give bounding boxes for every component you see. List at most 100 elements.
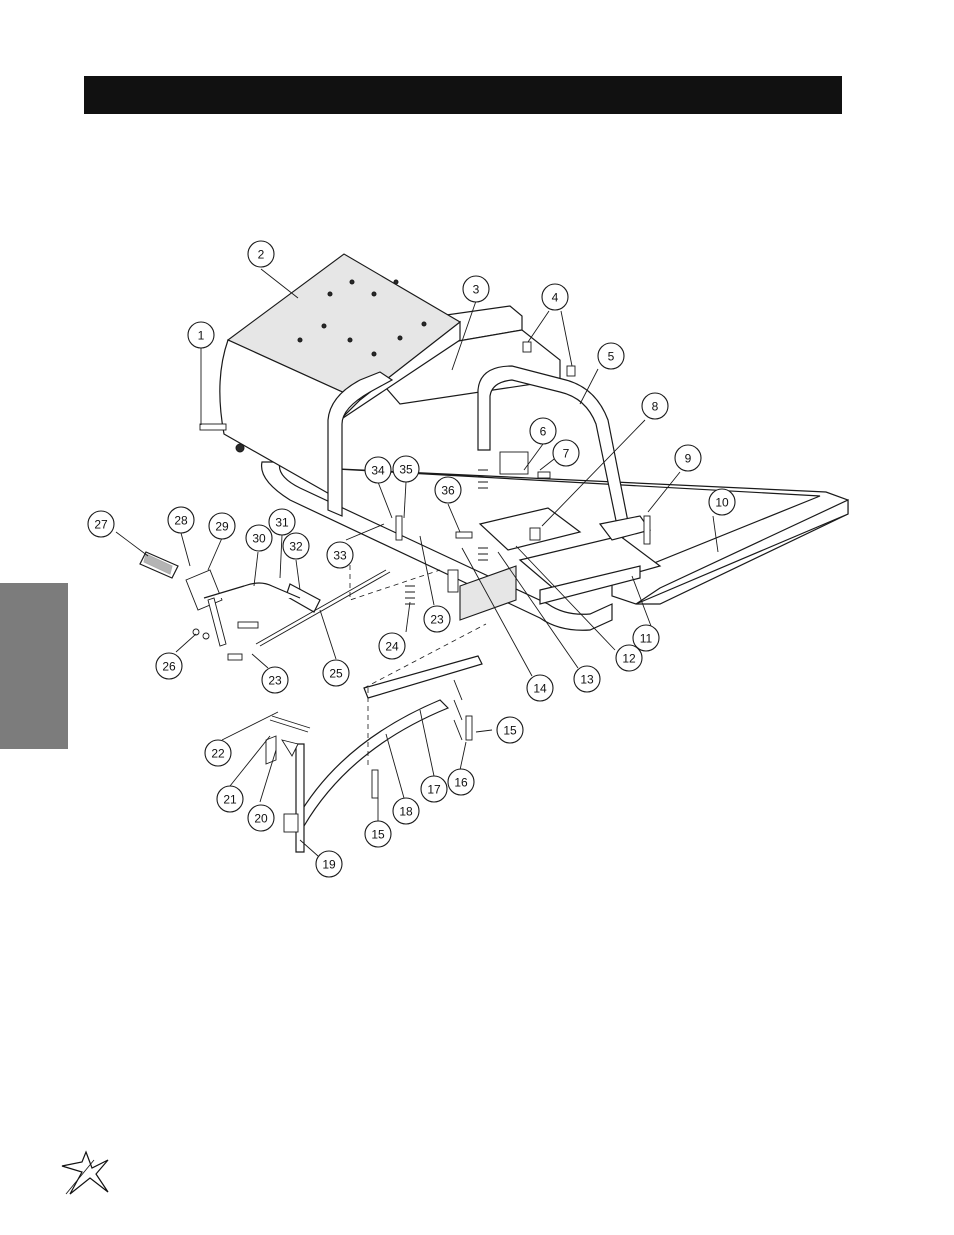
callout-number: 14 <box>533 682 547 696</box>
callout-15: 15 <box>496 716 524 744</box>
callout-31: 31 <box>268 508 296 536</box>
cross-members <box>447 507 662 621</box>
callout-circle <box>268 508 296 536</box>
callout-21: 21 <box>216 785 244 813</box>
callout-number: 3 <box>473 283 480 297</box>
callout-number: 8 <box>652 400 659 414</box>
section-title-bar <box>84 76 842 114</box>
callout-16: 16 <box>447 768 475 796</box>
callout-circle <box>261 666 289 694</box>
callout-number: 11 <box>640 632 653 646</box>
callout-22: 22 <box>204 739 232 767</box>
callout-3: 3 <box>462 275 490 303</box>
callout-number: 29 <box>215 520 229 534</box>
callout-number: 32 <box>289 540 303 554</box>
callout-35: 35 <box>392 455 420 483</box>
callout-number: 21 <box>223 793 237 807</box>
callout-17: 17 <box>420 775 448 803</box>
callout-33: 33 <box>326 541 354 569</box>
callout-number: 25 <box>329 667 343 681</box>
callout-circle <box>245 524 273 552</box>
callout-20: 20 <box>247 804 275 832</box>
callout-number: 33 <box>333 549 347 563</box>
callout-6: 6 <box>529 417 557 445</box>
callout-4: 4 <box>541 283 569 311</box>
callout-number: 13 <box>580 673 594 687</box>
callout-number: 5 <box>608 350 615 364</box>
callout-32: 32 <box>282 532 310 560</box>
callout-number: 18 <box>399 805 413 819</box>
callout-circle <box>434 476 462 504</box>
seat-box <box>219 253 461 502</box>
callout-circle <box>420 775 448 803</box>
callout-19: 19 <box>315 850 343 878</box>
callout-18: 18 <box>392 797 420 825</box>
callout-circle <box>364 820 392 848</box>
callout-14: 14 <box>526 674 554 702</box>
callout-circle <box>204 739 232 767</box>
callout-circle <box>155 652 183 680</box>
callout-circle <box>247 804 275 832</box>
callout-34: 34 <box>364 456 392 484</box>
callout-circle <box>529 417 557 445</box>
callout-circle <box>167 506 195 534</box>
callout-23: 23 <box>261 666 289 694</box>
callout-circle <box>247 240 275 268</box>
callout-36: 36 <box>434 476 462 504</box>
callout-circle <box>187 321 215 349</box>
callout-circle <box>496 716 524 744</box>
callout-circle <box>597 342 625 370</box>
callout-circle <box>552 439 580 467</box>
callout-circle <box>526 674 554 702</box>
callout-circle <box>392 797 420 825</box>
callout-number: 35 <box>399 463 413 477</box>
callout-number: 30 <box>252 532 266 546</box>
pedal-linkage <box>139 551 391 661</box>
callout-number: 17 <box>427 783 441 797</box>
callout-circle <box>87 510 115 538</box>
callout-circle <box>322 659 350 687</box>
callout-25: 25 <box>322 659 350 687</box>
callout-5: 5 <box>597 342 625 370</box>
callout-number: 15 <box>371 828 385 842</box>
callout-circle <box>364 456 392 484</box>
callout-24: 24 <box>378 632 406 660</box>
star-logo-icon <box>61 1150 109 1195</box>
callout-circle <box>632 624 660 652</box>
chapter-side-tab <box>0 583 68 749</box>
frame-hardware <box>199 341 651 545</box>
callout-circle <box>674 444 702 472</box>
callout-number: 20 <box>254 812 268 826</box>
callout-circle <box>392 455 420 483</box>
callout-number: 28 <box>174 514 188 528</box>
callout-26: 26 <box>155 652 183 680</box>
callout-8: 8 <box>641 392 669 420</box>
callout-circle <box>282 532 310 560</box>
callout-number: 23 <box>268 674 282 688</box>
callout-circle <box>447 768 475 796</box>
callout-circle <box>208 512 236 540</box>
callout-10: 10 <box>708 488 736 516</box>
callout-11: 11 <box>632 624 660 652</box>
callout-number: 24 <box>385 640 399 654</box>
callout-circle <box>378 632 406 660</box>
callout-circle <box>573 665 601 693</box>
springs <box>405 469 488 605</box>
bottom-link-assembly <box>265 556 487 853</box>
callout-circle <box>615 644 643 672</box>
callout-9: 9 <box>674 444 702 472</box>
callout-circle <box>462 275 490 303</box>
callout-7: 7 <box>552 439 580 467</box>
leader-lines <box>115 268 719 857</box>
callout-circle <box>326 541 354 569</box>
callout-number: 10 <box>715 496 729 510</box>
callout-circle <box>423 605 451 633</box>
callout-2: 2 <box>247 240 275 268</box>
callout-number: 4 <box>552 291 559 305</box>
callout-number: 23 <box>430 613 444 627</box>
callout-number: 26 <box>162 660 176 674</box>
callout-number: 16 <box>454 776 468 790</box>
callout-circle <box>216 785 244 813</box>
callout-number: 6 <box>540 425 547 439</box>
callout-23: 23 <box>423 605 451 633</box>
